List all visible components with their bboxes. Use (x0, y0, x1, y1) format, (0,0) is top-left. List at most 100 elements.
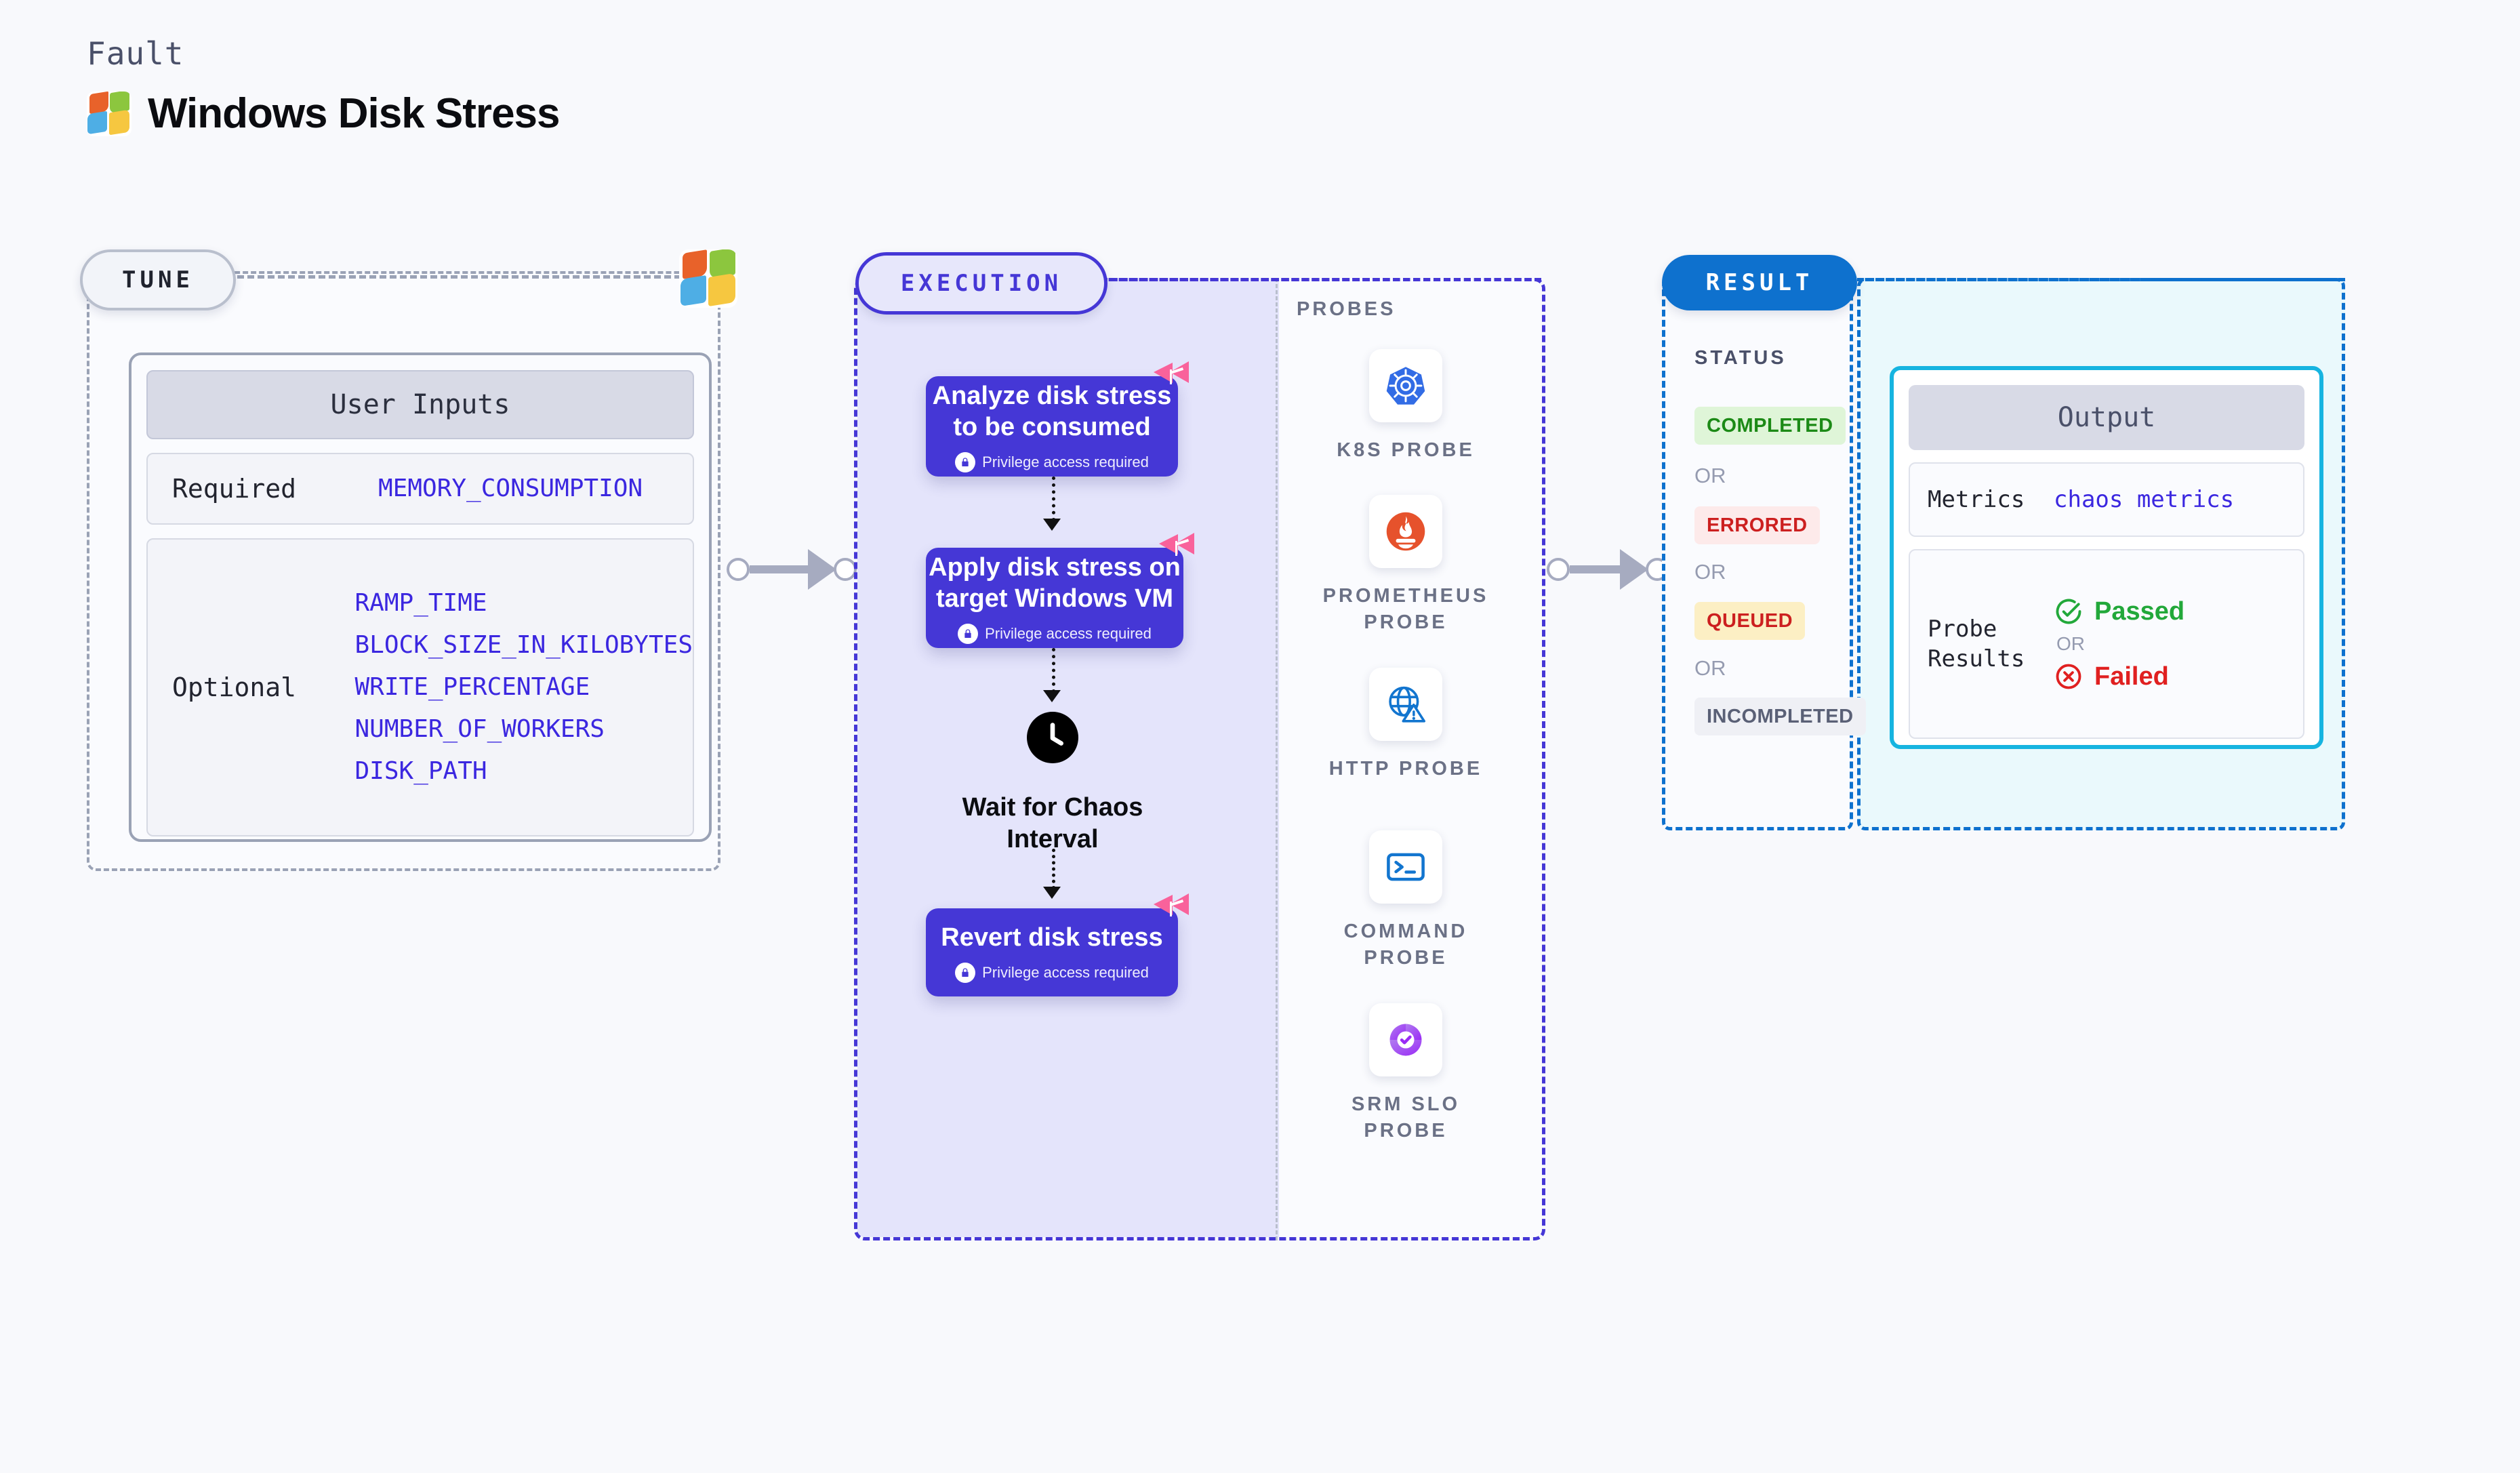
result-badge[interactable]: RESULT (1662, 255, 1857, 310)
param-number-of-workers[interactable]: NUMBER_OF_WORKERS (354, 715, 605, 743)
probe-http[interactable]: HTTP PROBE (1321, 668, 1490, 782)
param-disk-path[interactable]: DISK_PATH (354, 757, 487, 785)
param-ramp-time[interactable]: RAMP_TIME (354, 589, 487, 617)
status-or-3: OR (1694, 656, 1726, 680)
connector-end-dot (834, 558, 857, 581)
status-label: STATUS (1694, 347, 1787, 369)
page-title: Windows Disk Stress (148, 90, 561, 137)
probe-name: SRM SLO PROBE (1351, 1093, 1461, 1142)
tune-badge[interactable]: TUNE (80, 249, 236, 310)
lock-icon (955, 963, 976, 984)
output-metrics-row: Metrics chaos metrics (1909, 462, 2304, 537)
privilege-text: Privilege access required (982, 453, 1149, 471)
prometheus-icon (1369, 495, 1442, 568)
status-badge-queued: QUEUED (1694, 602, 1806, 640)
srm-slo-icon (1369, 1003, 1442, 1076)
step-card-apply[interactable]: Apply disk stress on target Windows VM P… (926, 533, 1194, 648)
page-header: Fault Windows Disk Stress (87, 35, 561, 138)
step-card-revert[interactable]: Revert disk stress Privilege access requ… (926, 893, 1189, 996)
output-card: Output Metrics chaos metrics Probe Resul… (1890, 366, 2323, 749)
connector-start-dot (727, 558, 750, 581)
privilege-note: Privilege access required (955, 963, 1149, 984)
terminal-icon (1369, 830, 1442, 904)
optional-values: RAMP_TIME BLOCK_SIZE_IN_KILOBYTES WRITE_… (355, 582, 693, 792)
step-connector-2 (1052, 648, 1055, 693)
x-circle-icon (2056, 664, 2081, 689)
connector-execution-to-result (1547, 549, 1669, 590)
tune-dashed-connector (237, 275, 712, 279)
probe-command[interactable]: COMMAND PROBE (1321, 830, 1490, 971)
kubernetes-icon (1369, 349, 1442, 422)
output-probe-results-row: Probe Results Passed OR Failed (1909, 549, 2304, 739)
optional-inputs-row: Optional RAMP_TIME BLOCK_SIZE_IN_KILOBYT… (146, 538, 694, 836)
status-badge-incompleted: INCOMPLETED (1694, 698, 1866, 735)
step-card-analyze[interactable]: Analyze disk stress to be consumed Privi… (926, 361, 1189, 477)
clock-icon (1027, 712, 1078, 763)
passed-label: Passed (2094, 597, 2185, 626)
lock-icon (958, 624, 979, 645)
connector-bar (1570, 565, 1620, 573)
connector-tune-to-execution (727, 549, 857, 590)
probe-results-values: Passed OR Failed (2054, 597, 2184, 691)
step-title: Revert disk stress (941, 923, 1163, 952)
metrics-label: Metrics (1928, 485, 2025, 513)
probe-name: K8S PROBE (1337, 439, 1475, 461)
ribbon-badge-icon (1159, 533, 1194, 556)
user-inputs-title: User Inputs (146, 370, 694, 439)
probe-k8s[interactable]: K8S PROBE (1321, 349, 1490, 464)
required-label: Required (172, 474, 297, 504)
fault-title-row: Windows Disk Stress (87, 89, 561, 138)
execution-probes-divider (1276, 278, 1278, 1240)
privilege-note: Privilege access required (958, 624, 1152, 645)
connector-arrowhead (1620, 549, 1648, 590)
probe-result-failed: Failed (2054, 662, 2184, 691)
probe-srm-slo[interactable]: SRM SLO PROBE (1321, 1003, 1490, 1144)
lock-icon (955, 452, 976, 473)
required-inputs-row: Required MEMORY_CONSUMPTION (146, 453, 694, 525)
user-inputs-card: User Inputs Required MEMORY_CONSUMPTION … (129, 352, 712, 842)
step-connector-arrow-3 (1043, 887, 1061, 899)
privilege-text: Privilege access required (985, 625, 1152, 643)
result-dashed-connector (1857, 278, 2345, 281)
windows-logo-icon (87, 91, 131, 136)
status-or-1: OR (1694, 464, 1726, 487)
metrics-value[interactable]: chaos metrics (2054, 486, 2235, 513)
fault-kicker: Fault (87, 35, 184, 72)
check-circle-icon (2056, 599, 2081, 624)
probe-name: PROMETHEUS PROBE (1322, 585, 1489, 634)
execution-badge[interactable]: EXECUTION (855, 252, 1107, 315)
optional-label: Optional (172, 672, 297, 702)
probes-background (1279, 281, 1542, 1237)
status-or-2: OR (1694, 560, 1726, 584)
status-badge-errored: ERRORED (1694, 506, 1820, 544)
param-block-size-in-kilobytes[interactable]: BLOCK_SIZE_IN_KILOBYTES (354, 631, 693, 659)
tune-windows-logo-icon (679, 249, 737, 308)
step-connector-1 (1052, 477, 1055, 521)
step-title: Analyze disk stress to be consumed (932, 381, 1172, 441)
probe-results-label: Probe Results (1928, 615, 2025, 672)
probe-prometheus[interactable]: PROMETHEUS PROBE (1321, 495, 1490, 636)
probe-name: HTTP PROBE (1328, 758, 1483, 780)
step-title: Apply disk stress on target Windows VM (929, 552, 1181, 613)
probe-result-passed: Passed (2054, 597, 2184, 626)
probe-result-or: OR (2056, 633, 2085, 654)
ribbon-badge-icon (1154, 893, 1189, 916)
failed-label: Failed (2094, 662, 2169, 691)
connector-bar (750, 565, 808, 573)
step-connector-3 (1052, 849, 1055, 889)
required-values: MEMORY_CONSUMPTION (378, 468, 693, 510)
probe-name: COMMAND PROBE (1343, 921, 1468, 969)
privilege-text: Privilege access required (982, 964, 1149, 982)
probes-label: PROBES (1297, 298, 1396, 320)
step-connector-arrow-2 (1043, 690, 1061, 702)
status-badge-completed: COMPLETED (1694, 407, 1846, 445)
connector-start-dot (1547, 558, 1570, 581)
param-memory-consumption[interactable]: MEMORY_CONSUMPTION (378, 475, 643, 502)
wait-for-chaos-interval-label: Wait for Chaos Interval (962, 793, 1143, 854)
output-title: Output (1909, 385, 2304, 450)
param-write-percentage[interactable]: WRITE_PERCENTAGE (354, 673, 590, 701)
connector-arrowhead (808, 549, 836, 590)
privilege-note: Privilege access required (955, 452, 1149, 473)
execution-dashed-connector (1101, 278, 1541, 281)
step-connector-arrow-1 (1043, 519, 1061, 531)
